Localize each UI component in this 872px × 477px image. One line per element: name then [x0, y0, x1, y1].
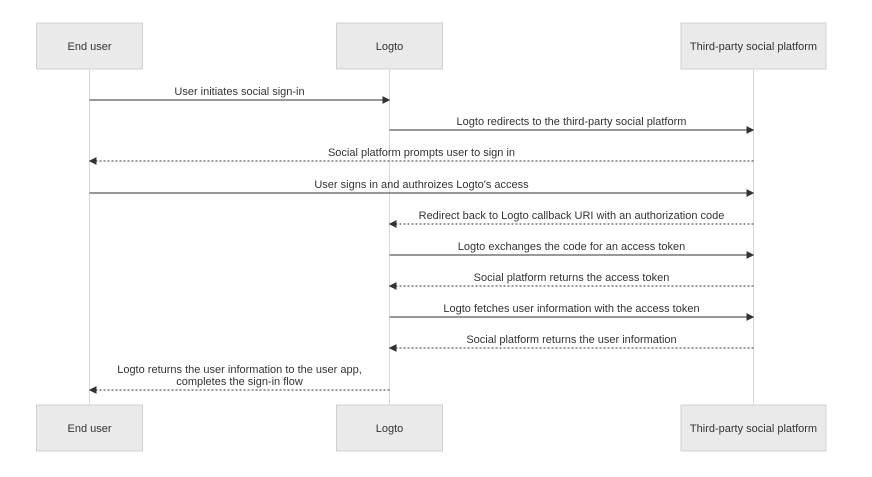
- participant-logto-top: Logto: [336, 22, 443, 70]
- message-label: Redirect back to Logto callback URI with…: [419, 210, 725, 222]
- participant-box: [680, 404, 827, 452]
- message-label: Logto redirects to the third-party socia…: [457, 116, 687, 128]
- participant-label: Third-party social platform: [690, 423, 817, 435]
- participant-box: [680, 22, 827, 70]
- message-4: User signs in and authroizes Logto's acc…: [89, 179, 755, 197]
- message-2: Logto redirects to the third-party socia…: [389, 116, 755, 134]
- message-label: Social platform returns the user informa…: [466, 334, 676, 346]
- participant-platform-bottom: Third-party social platform: [680, 404, 827, 452]
- message-label: Logto returns the user information to th…: [117, 364, 362, 376]
- participant-label: Logto: [376, 423, 404, 435]
- message-label: completes the sign-in flow: [176, 376, 303, 388]
- message-9: Social platform returns the user informa…: [388, 334, 754, 352]
- message-10: Logto returns the user information to th…: [88, 364, 390, 394]
- message-6: Logto exchanges the code for an access t…: [389, 241, 755, 259]
- message-5: Redirect back to Logto callback URI with…: [388, 210, 754, 228]
- participant-end-user-top: End user: [36, 22, 143, 70]
- participant-end-user-bottom: End user: [36, 404, 143, 452]
- participant-box: [36, 22, 143, 70]
- participant-box: [36, 404, 143, 452]
- participant-label: Third-party social platform: [690, 41, 817, 53]
- message-8: Logto fetches user information with the …: [389, 303, 755, 321]
- message-7: Social platform returns the access token: [388, 272, 754, 290]
- message-label: Logto exchanges the code for an access t…: [458, 241, 686, 253]
- message-label: User signs in and authroizes Logto's acc…: [314, 179, 529, 191]
- participant-box: [336, 22, 443, 70]
- participant-box: [336, 404, 443, 452]
- participant-label: End user: [67, 41, 111, 53]
- participant-logto-bottom: Logto: [336, 404, 443, 452]
- participant-label: Logto: [376, 41, 404, 53]
- participant-label: End user: [67, 423, 111, 435]
- message-1: User initiates social sign-in: [89, 86, 391, 104]
- message-label: User initiates social sign-in: [174, 86, 304, 98]
- message-label: Social platform prompts user to sign in: [328, 147, 515, 159]
- message-label: Logto fetches user information with the …: [443, 303, 699, 315]
- participant-platform-top: Third-party social platform: [680, 22, 827, 70]
- message-label: Social platform returns the access token: [474, 272, 670, 284]
- message-3: Social platform prompts user to sign in: [88, 147, 754, 165]
